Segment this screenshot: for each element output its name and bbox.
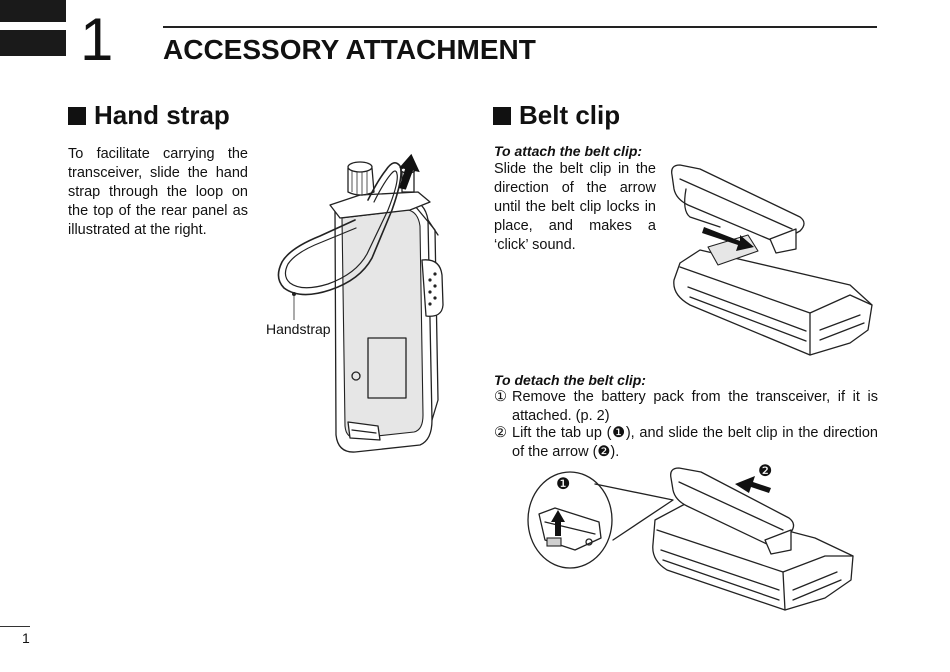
chapter-number: 1: [80, 6, 113, 73]
step-number: ②: [494, 425, 507, 441]
hand-strap-heading: Hand strap: [68, 100, 230, 131]
marker-2-label: ❷: [758, 463, 773, 480]
detach-subheading: To detach the belt clip:: [494, 372, 646, 388]
hand-strap-body: To facilitate carrying the transceiver, …: [68, 146, 248, 238]
handstrap-callout-label: Handstrap: [266, 321, 331, 337]
hand-strap-illustration: [277, 153, 444, 453]
step-text: Remove the battery pack from the transce…: [512, 389, 878, 424]
hand-strap-heading-text: Hand strap: [94, 100, 230, 130]
chapter-title: ACCESSORY ATTACHMENT: [163, 34, 536, 65]
belt-clip-heading: Belt clip: [493, 100, 620, 131]
chapter-tab-top: [0, 0, 66, 22]
detach-step-2: ② Lift the tab up (❶), and slide the bel…: [494, 424, 878, 462]
detach-belt-clip-illustration: [527, 467, 854, 611]
chapter-tab-bottom: [0, 30, 66, 56]
footer-rule: [0, 626, 30, 627]
square-bullet-icon: [68, 106, 86, 125]
square-bullet-icon: [493, 106, 511, 125]
step-text: Lift the tab up (❶), and slide the belt …: [512, 425, 878, 460]
attach-subheading: To attach the belt clip:: [494, 143, 643, 159]
marker-1-label: ❶: [556, 476, 571, 493]
attach-belt-clip-illustration: [671, 164, 873, 356]
detach-step-1: ① Remove the battery pack from the trans…: [494, 388, 878, 426]
belt-clip-heading-text: Belt clip: [519, 100, 621, 130]
header-rule: [163, 26, 877, 28]
attach-body: Slide the belt clip in the direction of …: [494, 161, 656, 253]
page-number: 1: [22, 630, 30, 646]
step-number: ①: [494, 389, 507, 405]
